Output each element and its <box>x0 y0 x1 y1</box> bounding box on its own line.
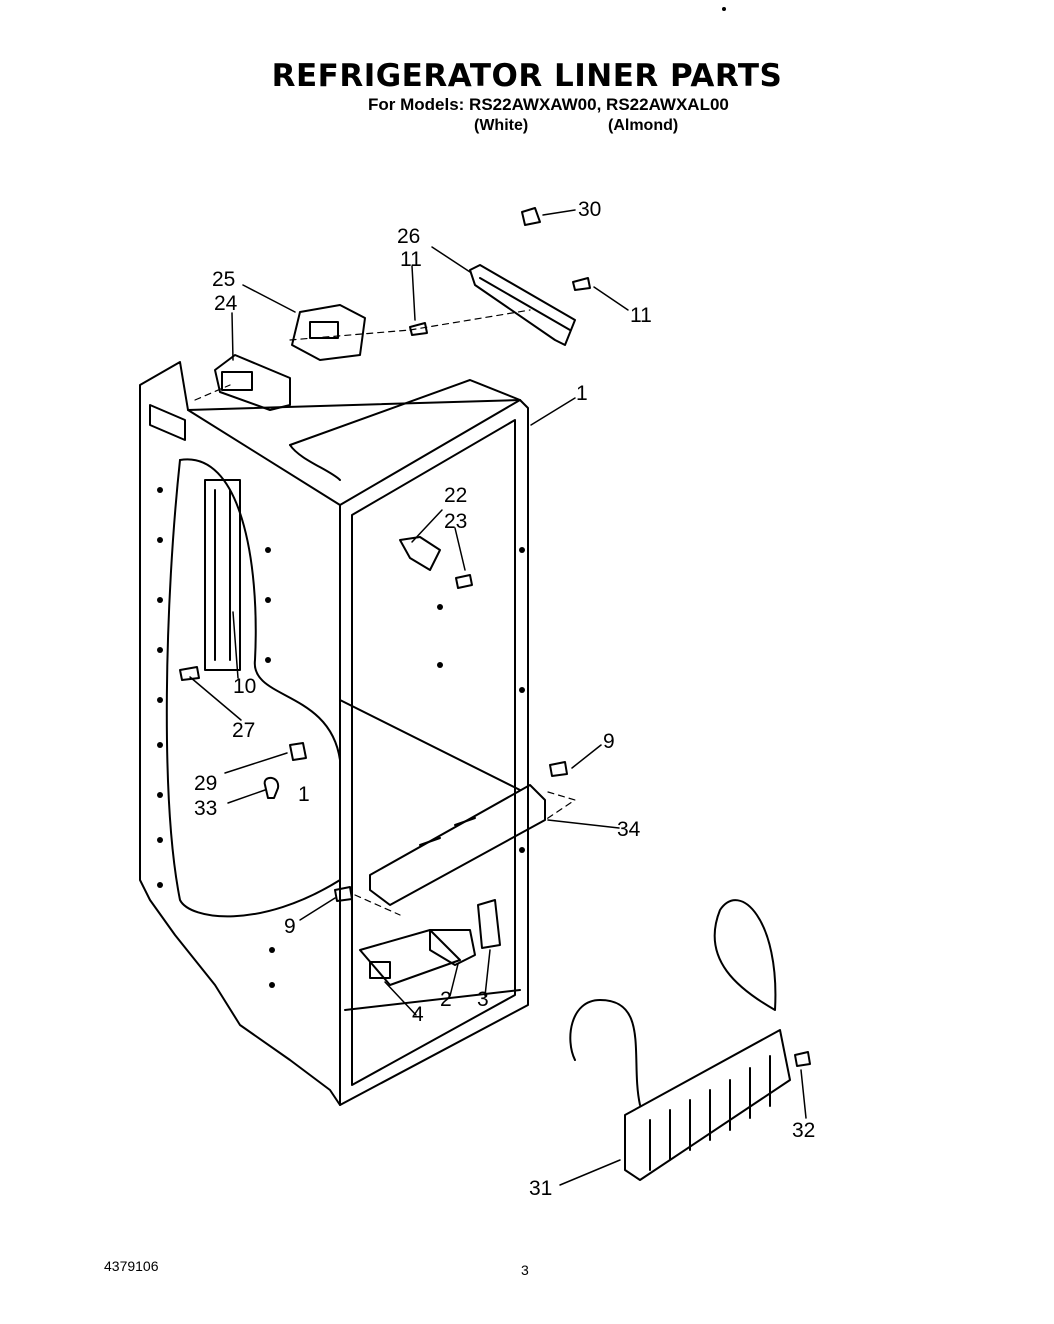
part-33-bulb <box>263 776 280 799</box>
callout-30: 30 <box>578 198 601 221</box>
part-11-screw-2 <box>409 322 428 336</box>
part-9-screw-2 <box>334 886 353 902</box>
callout-3: 3 <box>477 988 489 1011</box>
callout-1: 1 <box>576 382 588 405</box>
callout-32: 32 <box>792 1119 815 1142</box>
part-22-bracket <box>399 536 441 571</box>
page-title: REFRIGERATOR LINER PARTS <box>271 58 783 94</box>
callout-10: 10 <box>233 675 256 698</box>
part-30-clip <box>521 207 541 226</box>
callout-11-left: 11 <box>400 248 422 271</box>
callout-labels: 30 26 11 11 25 24 1 22 23 10 27 9 29 33 … <box>194 198 815 1200</box>
leader-lines <box>189 209 807 1186</box>
part-9-screw <box>549 761 568 777</box>
callout-33: 33 <box>194 797 217 820</box>
variant-white: (White) <box>474 117 529 134</box>
part-24-housing <box>214 354 291 411</box>
corner-mark <box>722 7 726 11</box>
callout-27: 27 <box>232 719 255 742</box>
part-3-hinge <box>477 899 501 949</box>
part-number: 4379106 <box>104 1258 159 1274</box>
callout-31: 31 <box>529 1177 552 1200</box>
models-line: For Models: RS22AWXAW00, RS22AWXAL00 <box>368 95 729 114</box>
variant-almond: (Almond) <box>608 117 679 134</box>
callout-26: 26 <box>397 225 420 248</box>
assembly-lines <box>194 309 576 916</box>
callout-2: 2 <box>440 988 452 1011</box>
part-34-rail <box>369 784 546 906</box>
part-32-screw <box>794 1051 811 1067</box>
part-23-screw <box>455 574 473 589</box>
cabinet-holes <box>157 487 525 988</box>
callout-9-right: 9 <box>603 730 615 753</box>
part-11-screw <box>572 277 591 291</box>
callout-29: 29 <box>194 772 217 795</box>
callout-9-left: 9 <box>284 915 296 938</box>
part-2-bracket <box>429 929 476 966</box>
part-27-screw <box>179 666 200 681</box>
callout-11-right: 11 <box>630 304 652 327</box>
callout-23: 23 <box>444 510 467 533</box>
cabinet-liner <box>139 361 529 1106</box>
callout-4: 4 <box>412 1003 424 1026</box>
part-4-block <box>369 961 391 979</box>
part-29-socket <box>289 742 307 761</box>
part-31-evaporator <box>569 899 791 1181</box>
page-number: 3 <box>521 1262 529 1278</box>
callout-34: 34 <box>617 818 641 841</box>
part-26-bracket <box>469 264 576 346</box>
callout-24: 24 <box>214 292 238 315</box>
part-25-cover <box>291 304 366 361</box>
callout-1-lamp: 1 <box>298 783 310 806</box>
callout-25: 25 <box>212 268 235 291</box>
callout-22: 22 <box>444 484 467 507</box>
